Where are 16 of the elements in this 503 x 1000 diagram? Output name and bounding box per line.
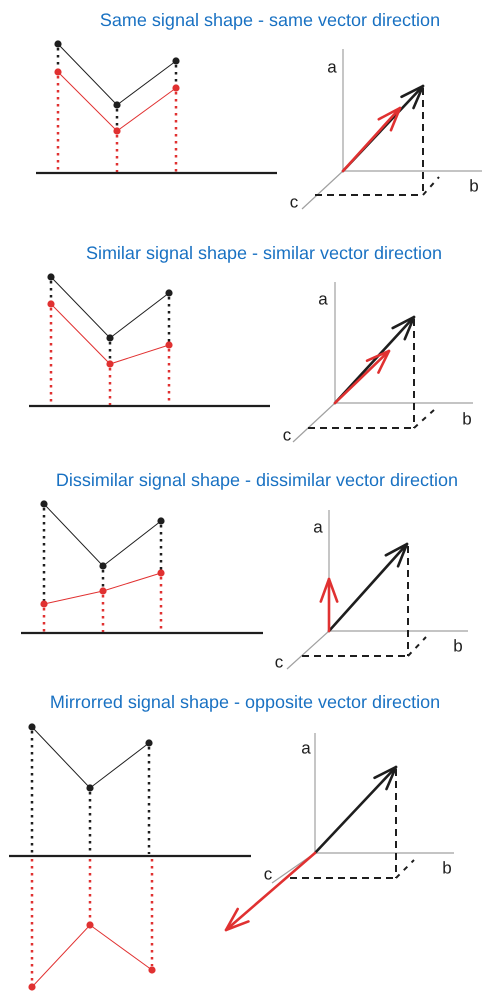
- section-heading: Mirrorred signal shape - opposite vector direction: [50, 693, 440, 713]
- section-heading: Same signal shape - same vector direction: [100, 11, 440, 31]
- axis-label: b: [462, 410, 472, 430]
- axis-label: a: [313, 518, 323, 538]
- axis-label: b: [442, 860, 452, 878]
- section-heading: Similar signal shape - similar vector direction: [86, 244, 442, 264]
- axis-label: c: [282, 426, 292, 446]
- axis-label: b: [469, 178, 479, 196]
- axis-label: a: [301, 740, 311, 758]
- axis-label: a: [327, 58, 337, 78]
- axis-label: b: [453, 638, 463, 656]
- axis-label: c: [264, 866, 272, 884]
- axis-label: c: [274, 654, 284, 672]
- axis-label: a: [318, 290, 328, 310]
- section-heading: Dissimilar signal shape - dissimilar vector direction: [56, 471, 458, 491]
- axis-label: c: [290, 194, 298, 212]
